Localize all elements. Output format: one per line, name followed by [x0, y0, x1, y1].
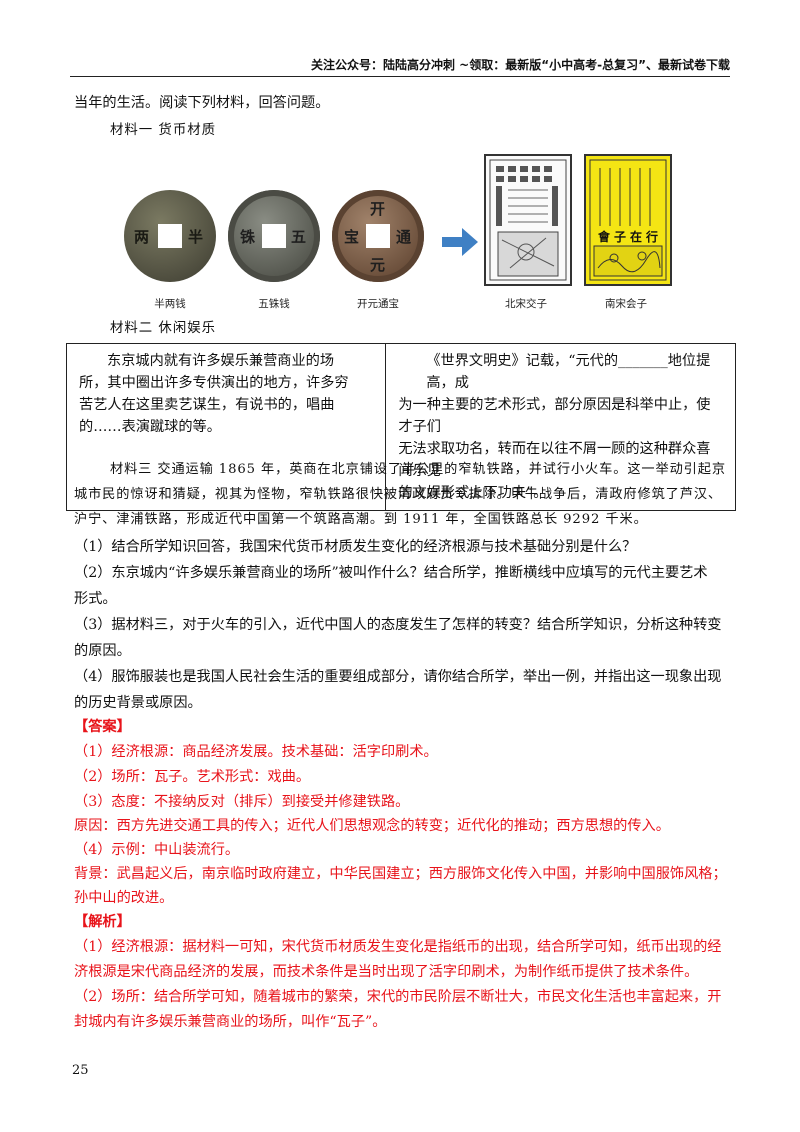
analysis-line: （1）经济根源：据材料一可知，宋代货币材质发生变化是指纸币的出现，结合所学可知，…	[74, 939, 722, 955]
question-line: （1）结合所学知识回答，我国宋代货币材质发生变化的经济根源与技术基础分别是什么？	[74, 539, 637, 555]
material2-right-line: 为一种主要的艺术形式，部分原因是科举中止，使才子们	[398, 397, 711, 435]
coin-square-hole	[366, 224, 390, 248]
material2-right-line: 的文娱形式上下功夫”。	[398, 485, 548, 501]
analysis-heading: 【解析】	[74, 914, 131, 930]
caption-banliang: 半两钱	[154, 298, 186, 310]
banliang-coin-image: 两 半	[124, 190, 216, 282]
answer-line: （1）经济根源：商品经济发展。技术基础：活字印刷术。	[74, 744, 438, 760]
coin-char: 通	[396, 228, 412, 246]
coin-char: 宝	[344, 228, 360, 246]
material1-title: 材料一 货币材质	[110, 123, 216, 138]
answer-line: （4）示例：中山装流行。	[74, 842, 240, 858]
huizi-banner-text: 會子在行	[598, 230, 663, 244]
material2-left-line: 的……表演蹴球的等。	[79, 419, 221, 435]
coin-square-hole	[158, 224, 182, 248]
coin-char: 两	[134, 228, 150, 246]
answer-heading: 【答案】	[74, 719, 131, 735]
material2-right-cell: 《世界文明史》记载，“元代的_______地位提高，成 为一种主要的艺术形式，部…	[385, 343, 736, 511]
coin-char: 铢	[240, 228, 256, 246]
coin-square-hole	[262, 224, 286, 248]
kaiyuan-coin-image: 开 元 通 宝	[332, 190, 424, 282]
intro-line: 当年的生活。阅读下列材料，回答问题。	[74, 95, 330, 111]
answer-line: （2）场所：瓦子。艺术形式：戏曲。	[74, 769, 311, 785]
material3-line: 城市民的惊讶和猜疑，视其为怪物，窄轨铁路很快被清政府责令拆除。甲午战争后，清政府…	[74, 487, 723, 502]
material2-right-line: 《世界文明史》记载，“元代的_______地位提高，成	[426, 353, 711, 391]
page-header: 关注公众号：陆陆高分冲刺 ~领取：最新版“小中高考-总复习”、最新试卷下载	[311, 58, 730, 72]
question-line: 的原因。	[74, 643, 131, 659]
caption-jiaozi: 北宋交子	[505, 298, 547, 310]
answer-line: （3）态度：不接纳反对（排斥）到接受并修建铁路。	[74, 794, 410, 810]
material2-left-line: 所，其中圈出许多专供演出的地方，许多穷	[79, 375, 349, 391]
material3-line: 沪宁、津浦铁路，形成近代中国第一个筑路高潮。到 1911 年，全国铁路总长 92…	[74, 512, 648, 527]
material2-left-cell: 东京城内就有许多娱乐兼营商业的场 所，其中圈出许多专供演出的地方，许多穷 苦艺人…	[65, 343, 387, 511]
caption-huizi: 南宋会子	[605, 298, 647, 310]
material3-line: 材料三 交通运输 1865 年，英商在北京铺设了半公里的窄轨铁路，并试行小火车。…	[110, 462, 726, 477]
jiaozi-note-image	[484, 154, 572, 286]
page-number: 25	[72, 1063, 89, 1078]
material2-left-line: 苦艺人在这里卖艺谋生，有说书的，唱曲	[79, 397, 335, 413]
caption-wuzhu: 五铢钱	[258, 298, 290, 310]
coin-char: 元	[370, 256, 386, 274]
analysis-line: 济根源是宋代商品经济的发展，而技术条件是当时出现了活字印刷术，为制作纸币提供了技…	[74, 964, 699, 980]
huizi-note-image: 會子在行	[584, 154, 672, 286]
answer-line: 背景：武昌起义后，南京临时政府建立，中华民国建立；西方服饰文化传入中国，并影响中…	[74, 866, 727, 882]
header-rule	[70, 76, 730, 77]
question-line: 的历史背景或原因。	[74, 695, 202, 711]
arrow-right-icon	[442, 228, 478, 256]
material2-right-line: 无法求取功名，转而在以往不屑一顾的这种群众喜闻乐见	[398, 441, 711, 479]
answer-line: 孙中山的改进。	[74, 890, 174, 906]
currency-figure: 两 半 半两钱 铢 五 五铢钱 开 元 通 宝 开元通宝	[120, 150, 680, 320]
analysis-line: 封城内有许多娱乐兼营商业的场所，叫作“瓦子”。	[74, 1014, 387, 1030]
jiaozi-pattern-graphic	[489, 159, 567, 281]
material2-title: 材料二 休闲娱乐	[110, 321, 216, 336]
caption-kaiyuan: 开元通宝	[357, 298, 399, 310]
material2-left-line: 东京城内就有许多娱乐兼营商业的场	[107, 353, 335, 369]
question-line: （3）据材料三，对于火车的引入，近代中国人的态度发生了怎样的转变？结合所学知识，…	[74, 617, 722, 633]
analysis-line: （2）场所：结合所学可知，随着城市的繁荣，宋代的市民阶层不断壮大，市民文化生活也…	[74, 989, 722, 1005]
question-line: （2）东京城内“许多娱乐兼营商业的场所”被叫作什么？结合所学，推断横线中应填写的…	[74, 565, 708, 581]
coin-char: 开	[370, 200, 386, 218]
question-line: （4）服饰服装也是我国人民社会生活的重要组成部分，请你结合所学，举出一例，并指出…	[74, 669, 722, 685]
answer-line: 原因：西方先进交通工具的传入；近代人们思想观念的转变；近代化的推动；西方思想的传…	[74, 818, 670, 834]
coin-char: 五	[291, 228, 307, 246]
huizi-pattern-graphic	[589, 159, 667, 281]
material2-table: 东京城内就有许多娱乐兼营商业的场 所，其中圈出许多专供演出的地方，许多穷 苦艺人…	[65, 343, 736, 511]
wuzhu-coin-image: 铢 五	[228, 190, 320, 282]
question-line: 形式。	[74, 591, 117, 607]
coin-char: 半	[188, 228, 204, 246]
